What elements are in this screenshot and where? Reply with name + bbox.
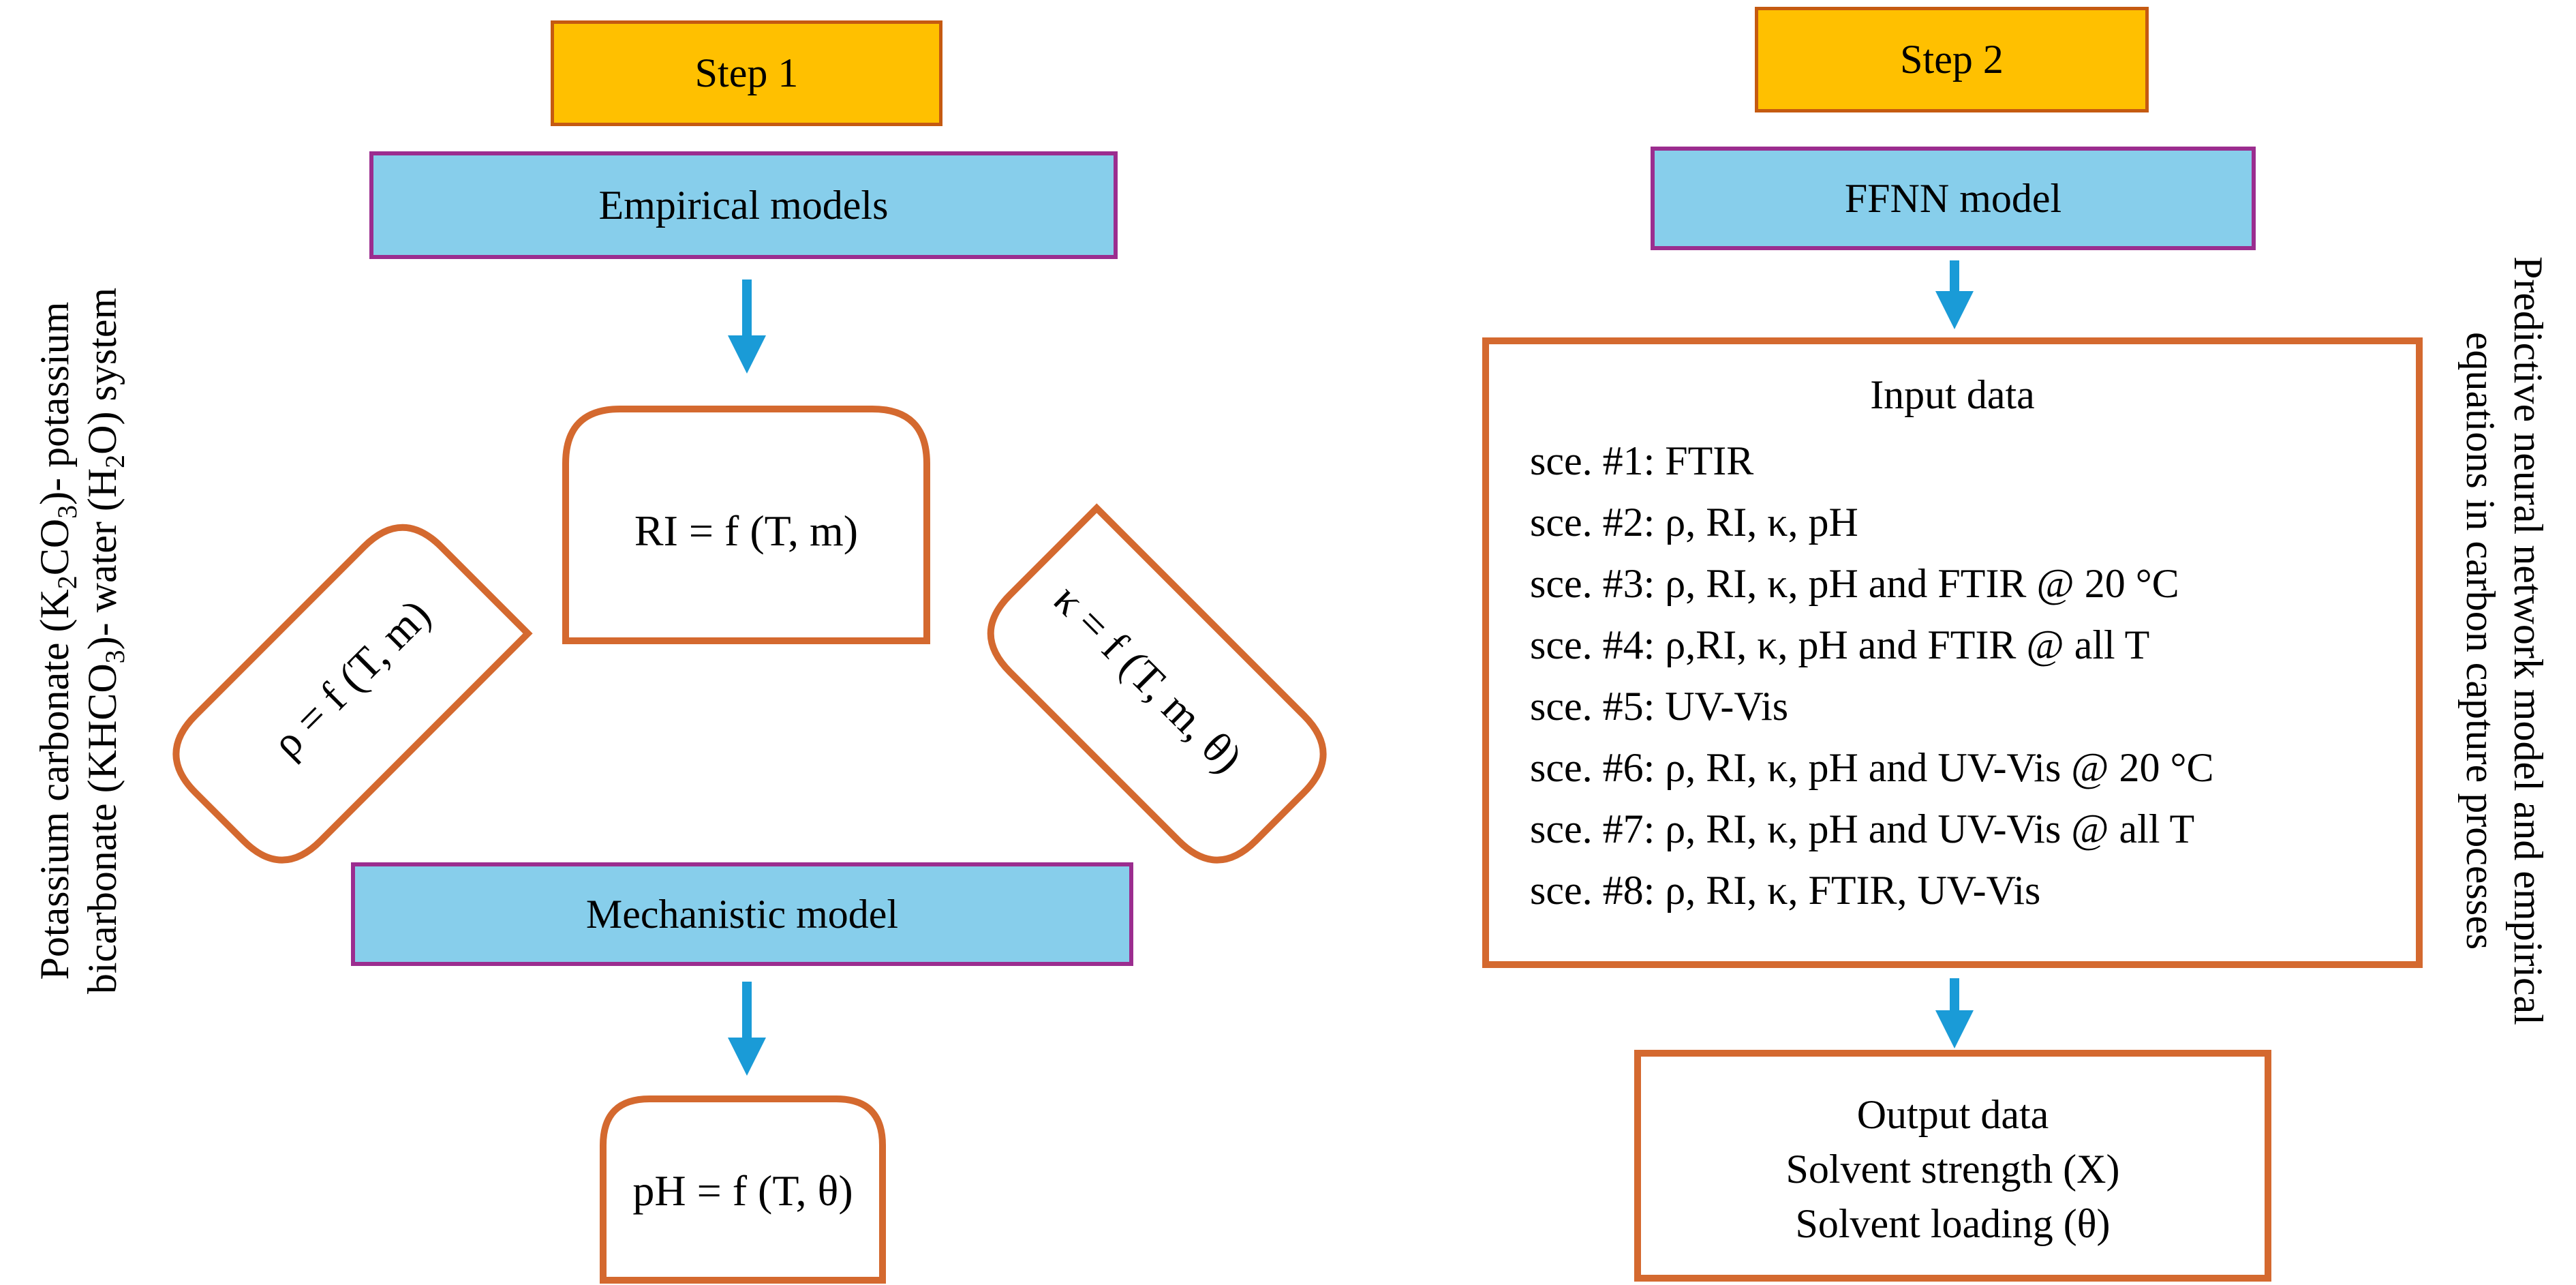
step1-label: Step 1 [551,20,942,126]
scenario-item: sce. #7: ρ, RI, κ, pH and UV-Vis @ all T [1530,806,2195,851]
svg-text:Potassium carbonate (K2CO3)- p: Potassium carbonate (K2CO3)- potassium [32,302,82,980]
output-line: Solvent loading (θ) [1795,1201,2111,1246]
scenario-item: sce. #8: ρ, RI, κ, FTIR, UV-Vis [1530,868,2041,913]
ffnn-model-box: FFNN model [1651,147,2256,250]
scenario-item: sce. #6: ρ, RI, κ, pH and UV-Vis @ 20 °C [1530,745,2214,790]
step2-label: Step 2 [1755,7,2149,112]
rho-shape [172,524,533,864]
input-data-panel: Input data sce. #1: FTIR sce. #2: ρ, RI,… [1482,337,2423,968]
svg-text:Predictive neural network mode: Predictive neural network model and empi… [2506,256,2551,1025]
svg-text:bicarbonate (KHCO3)- water (H2: bicarbonate (KHCO3)- water (H2O) system [80,288,130,994]
right-title-label: Predictive neural network model and empi… [2458,256,2551,1025]
scenario-item: sce. #1: FTIR [1530,438,1754,483]
svg-text:equations in carbon capture pr: equations in carbon capture processes [2458,332,2503,950]
scenario-list: sce. #1: FTIR sce. #2: ρ, RI, κ, pH sce.… [1530,432,2416,923]
ph-shape [600,1095,886,1284]
ri-shape [562,406,930,644]
input-data-title: Input data [1870,372,2035,417]
scenario-item: sce. #5: UV-Vis [1530,684,1789,729]
output-data-title: Output data [1856,1092,2049,1137]
empirical-models-box: Empirical models [369,151,1118,259]
output-data-panel: Output data Solvent strength (X) Solvent… [1634,1050,2271,1282]
kappa-shape [987,503,1327,864]
mechanistic-model-box: Mechanistic model [351,862,1133,966]
ph-equation: pH = f (T, θ) [632,1166,853,1215]
scenario-item: sce. #3: ρ, RI, κ, pH and FTIR @ 20 °C [1530,561,2179,606]
scenario-item: sce. #4: ρ,RI, κ, pH and FTIR @ all T [1530,622,2150,667]
left-system-label: Potassium carbonate (K2CO3)- potassium b… [32,288,130,994]
scenario-item: sce. #2: ρ, RI, κ, pH [1530,500,1858,545]
ri-equation: RI = f (T, m) [634,507,858,555]
output-line: Solvent strength (X) [1785,1147,2120,1192]
